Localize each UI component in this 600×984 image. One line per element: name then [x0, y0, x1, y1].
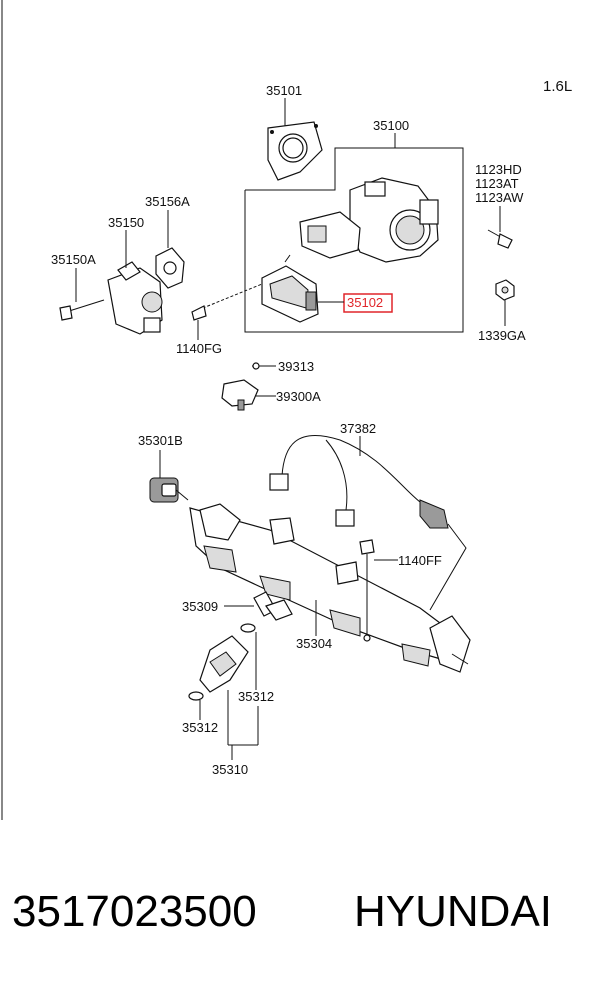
callout-39300A: 39300A	[276, 389, 321, 404]
idle-actuator-35150	[107, 261, 163, 335]
footer-brand: HYUNDAI	[354, 887, 552, 936]
screw-1140FG	[191, 283, 263, 321]
callout-35101: 35101	[266, 83, 302, 98]
bolt-1140FF	[359, 539, 375, 642]
callout-1123AT: 1123AT	[475, 176, 519, 191]
callout-1123HD: 1123HD	[475, 162, 522, 177]
pressure-sensor-35301B	[149, 477, 189, 503]
bolt-1123HD	[487, 229, 513, 249]
callout-1140FG: 1140FG	[176, 341, 222, 356]
footer-part-number: 3517023500	[12, 887, 257, 936]
callout-1123AW: 1123AW	[475, 190, 524, 205]
wiring-harness-37382	[269, 434, 467, 611]
bolt-35150A	[59, 299, 105, 321]
assembly-box-35100	[244, 147, 464, 333]
callout-1140FF: 1140FF	[398, 553, 442, 568]
fuel-rail-35304	[189, 503, 471, 673]
gasket-35101	[267, 121, 323, 181]
callout-37382: 37382	[340, 421, 376, 436]
callout-1339GA: 1339GA	[478, 328, 526, 343]
callout-35150A: 35150A	[51, 252, 96, 267]
callout-35312-upper: 35312	[238, 689, 274, 704]
callout-35100: 35100	[373, 118, 409, 133]
callout-35309: 35309	[182, 599, 218, 614]
highlight-box-35102	[343, 293, 393, 313]
map-sensor-39300A	[221, 379, 259, 411]
callout-35102: 35102	[347, 295, 383, 310]
screw-39313	[252, 362, 262, 370]
nut-1339GA	[495, 279, 515, 301]
callout-35312-lower: 35312	[182, 720, 218, 735]
gasket-35156A	[155, 247, 185, 289]
tps-sensor-35102	[261, 254, 319, 323]
callout-35150: 35150	[108, 215, 144, 230]
callout-35301B: 35301B	[138, 433, 183, 448]
callout-39313: 39313	[278, 359, 314, 374]
injector-35310	[188, 623, 256, 701]
throttle-body-35100	[299, 177, 439, 263]
callout-35304: 35304	[296, 636, 332, 651]
engine-label: 1.6L	[543, 78, 572, 95]
callout-35310: 35310	[212, 762, 248, 777]
clip-35309	[253, 591, 293, 621]
callout-35156A: 35156A	[145, 194, 190, 209]
